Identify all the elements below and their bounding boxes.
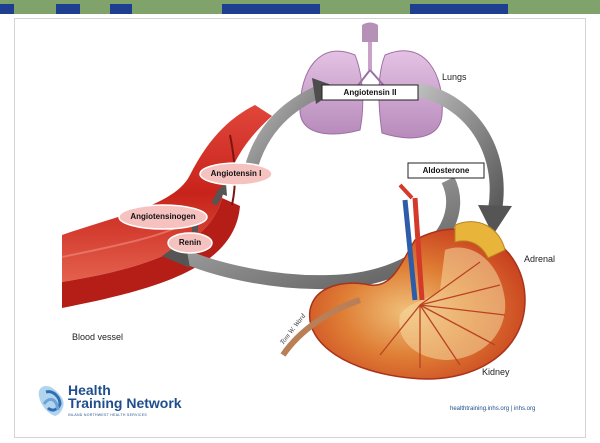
footer-logo-text: Health Training Network [68,384,182,410]
label-adrenal: Adrenal [524,254,555,264]
label-angiotensin-i: Angiotensin I [200,169,272,178]
label-angiotensin-ii: Angiotensin II [322,88,418,97]
label-lungs: Lungs [442,72,467,82]
label-kidney: Kidney [482,367,510,377]
footer-url: healthtraining.inhs.org | inhs.org [450,406,535,412]
label-angiotensinogen: Angiotensinogen [119,212,207,221]
logo-subtitle: INLAND NORTHWEST HEALTH SERVICES [68,413,147,417]
label-aldosterone: Aldosterone [408,166,484,175]
label-blood-vessel: Blood vessel [72,332,123,342]
logo-line-2: Training Network [68,397,182,410]
htn-logo-icon [39,386,64,416]
lungs-shape [300,23,442,138]
label-renin: Renin [168,238,212,247]
